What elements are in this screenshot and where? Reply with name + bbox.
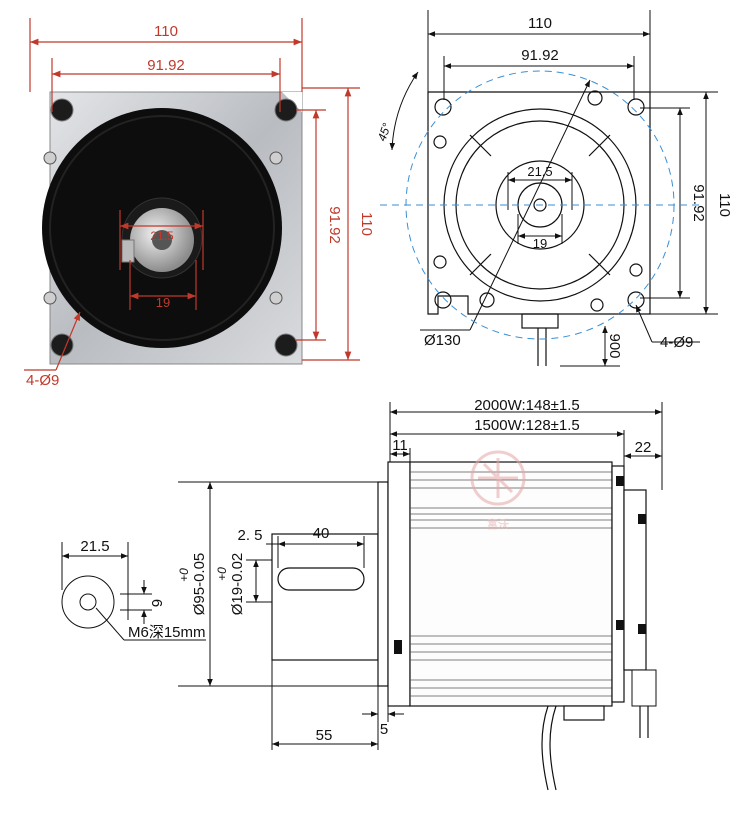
side-flange-thk-label: 5 xyxy=(380,721,388,738)
photo-shaft-flat-label: 21.5 xyxy=(150,229,174,243)
front-centerlines xyxy=(380,70,700,340)
mount-hole-icon xyxy=(479,292,495,308)
mount-hole-icon xyxy=(433,255,447,269)
front-angle-label: 45° xyxy=(375,121,394,143)
front-bolt-span-label: 91.92 xyxy=(521,47,559,64)
photo-mount-holes xyxy=(43,98,298,357)
front-cable-gland xyxy=(521,313,559,329)
side-pilot-tol-label: +0 xyxy=(177,568,191,582)
side-flange xyxy=(387,461,411,707)
end-thread-label: M6深15mm xyxy=(128,624,206,641)
side-pilot-label: Ø95-0.05 xyxy=(191,553,208,616)
face-ring xyxy=(49,115,275,341)
photo-bolt-span-label: 91.92 xyxy=(147,57,185,74)
side-power-cable xyxy=(541,705,557,791)
photo-width-label: 110 xyxy=(154,23,178,40)
mount-hole-icon xyxy=(587,90,603,106)
side-dimensions xyxy=(178,402,663,750)
side-shaft-tol-label: +0 xyxy=(215,567,229,581)
front-shaft-center xyxy=(533,198,547,212)
end-thread-hole xyxy=(79,593,97,611)
end-width-label: 21.5 xyxy=(80,538,109,555)
mount-hole-icon xyxy=(590,298,604,312)
photo-view: 110 91.92 110 91.92 21.5 19 4-Ø9 xyxy=(24,18,375,389)
side-rear-cap xyxy=(611,465,625,703)
watermark: 富沃 xyxy=(470,450,526,531)
end-view xyxy=(61,542,206,641)
front-height-bolt-label: 91.92 xyxy=(690,184,707,222)
side-keyway xyxy=(277,567,365,591)
side-shaft-label: Ø19-0.02 xyxy=(229,553,246,616)
front-mount-holes xyxy=(433,90,645,312)
front-ribs xyxy=(469,134,611,276)
mount-hole-icon xyxy=(434,98,452,116)
side-shaft-length-label: 55 xyxy=(316,727,333,744)
side-key-offset-label: 2. 5 xyxy=(237,527,262,544)
side-view xyxy=(271,461,657,791)
side-gland xyxy=(563,705,605,721)
end-shaft-outline xyxy=(61,575,115,629)
side-body-fins xyxy=(410,471,612,697)
side-tab-icon xyxy=(394,640,402,654)
screw-icon xyxy=(43,291,57,305)
front-cable xyxy=(537,328,547,366)
front-pcd-label: Ø130 xyxy=(424,332,461,349)
side-length-1500w-label: 1500W:128±1.5 xyxy=(474,417,580,434)
mount-hole-icon xyxy=(629,263,643,277)
end-key-label: 6 xyxy=(148,599,165,607)
watermark-text: 富沃 xyxy=(487,517,510,531)
photo-height-label: 110 xyxy=(358,212,375,236)
mount-hole-icon xyxy=(434,291,452,309)
mount-hole-icon xyxy=(433,135,447,149)
side-length-2000w-label: 2000W:148±1.5 xyxy=(474,397,580,414)
photo-dimensions xyxy=(24,18,360,371)
front-width-label: 110 xyxy=(528,15,552,32)
side-body xyxy=(409,461,613,707)
side-rear-label: 22 xyxy=(635,439,652,456)
mount-hole-icon xyxy=(274,333,298,357)
mount-hole-icon xyxy=(50,98,74,122)
front-height-label: 110 xyxy=(716,193,733,217)
side-signal-plug xyxy=(631,669,657,707)
mount-hole-icon xyxy=(627,98,645,116)
side-connector-icon xyxy=(638,514,646,524)
front-holes-label: 4-Ø9 xyxy=(660,334,693,351)
screw-icon xyxy=(269,291,283,305)
side-tab-icon xyxy=(616,620,624,630)
photo-height-bolt-label: 91.92 xyxy=(326,206,343,244)
photo-holes-label: 4-Ø9 xyxy=(26,372,59,389)
shaft-center xyxy=(152,230,172,250)
front-shaft-flat-label: 21.5 xyxy=(527,164,552,179)
side-pilot xyxy=(377,481,389,687)
side-tab-icon xyxy=(616,476,624,486)
mount-hole-icon xyxy=(274,98,298,122)
screw-icon xyxy=(43,151,57,165)
side-flange-label: 11 xyxy=(392,437,408,454)
side-key-length-label: 40 xyxy=(313,525,330,542)
logo-icon xyxy=(470,450,526,506)
front-cable-length-label: 900 xyxy=(606,333,623,358)
shaft-key xyxy=(121,239,135,263)
screw-icon xyxy=(269,151,283,165)
side-signal-cable xyxy=(639,706,649,738)
front-shaft-dia-label: 19 xyxy=(533,236,547,251)
side-connector-icon xyxy=(638,624,646,634)
front-view xyxy=(427,90,651,366)
side-shaft xyxy=(271,533,379,661)
photo-shaft-dia-label: 19 xyxy=(156,295,170,310)
logo-icon xyxy=(478,458,518,498)
front-flange-outline xyxy=(427,91,651,315)
